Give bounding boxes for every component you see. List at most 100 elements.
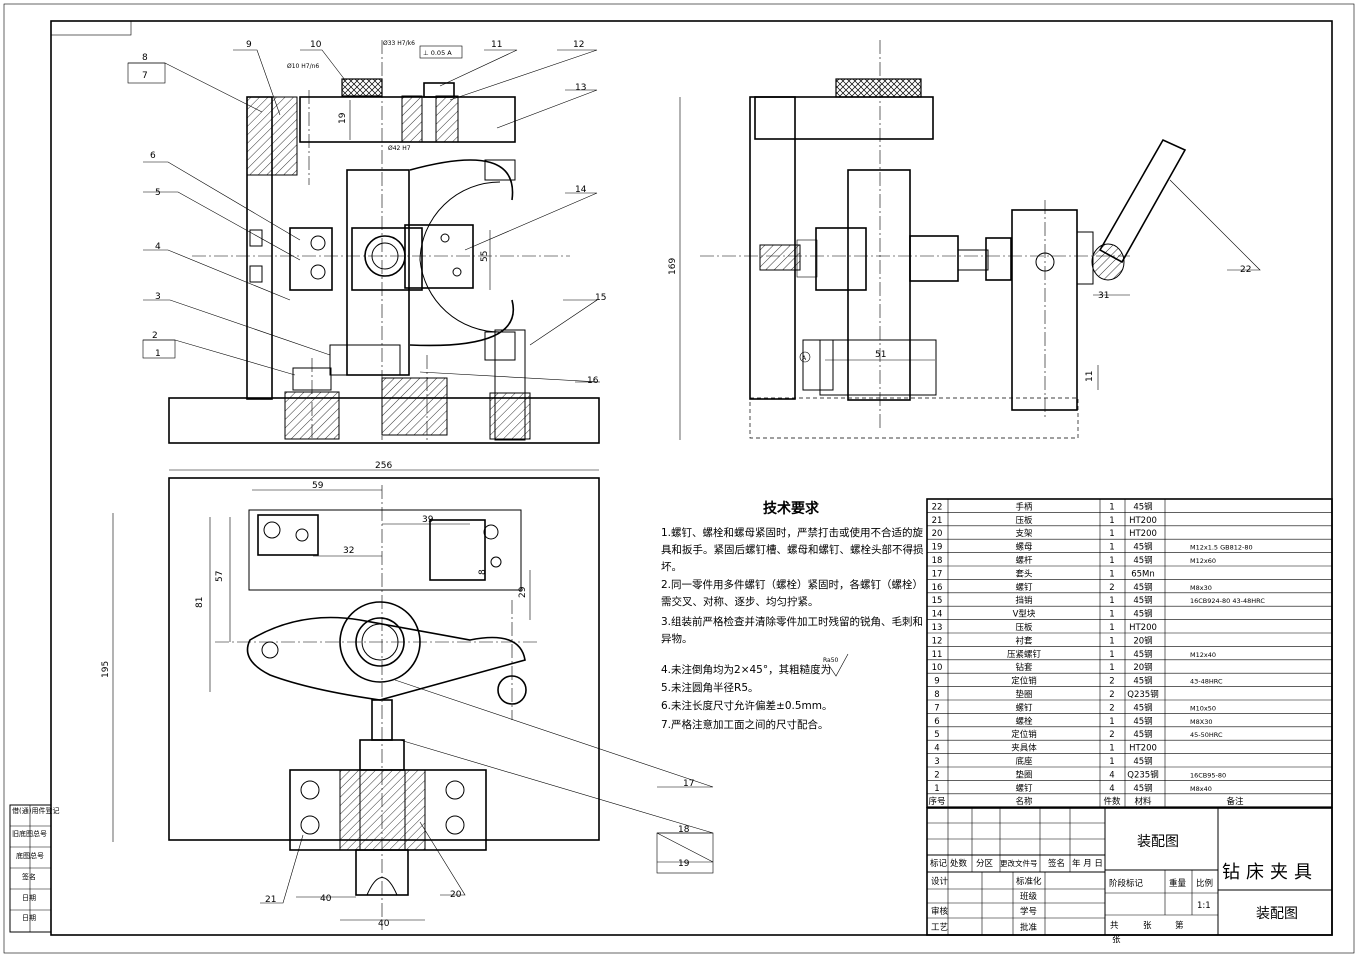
tb-bili: 比例 <box>1196 878 1213 889</box>
bom-cell-name: 螺钉 <box>1015 783 1033 794</box>
bom-cell-name: 螺钉 <box>1015 702 1033 713</box>
tb-shenhe: 审核 <box>931 906 949 917</box>
bom-cell-name: 螺母 <box>1015 542 1032 553</box>
bom-cell-mat: 45钢 <box>1133 555 1152 566</box>
tb-qianming: 签名 <box>1048 858 1065 869</box>
bom-cell-name: 压板 <box>1015 622 1033 633</box>
tech-r3b: 异物。 <box>661 632 693 645</box>
title-block: 标记 处数 分区 更改文件号 签名 年 月 日 设计 标准化 班级 审核 学号 … <box>926 807 1333 945</box>
dim-51: 51 <box>875 350 886 360</box>
dimension-texts: 256 59 39 32 57 81 195 8 29 40 40 19 55 … <box>101 40 1109 929</box>
bom-cell-note: M8X30 <box>1190 718 1212 726</box>
callout-11: 11 <box>491 40 502 50</box>
bom-cell-no: 4 <box>934 744 939 754</box>
bom-cell-no: 12 <box>932 636 943 646</box>
bom-cell-name: 定位销 <box>1011 676 1037 687</box>
tb-banji: 班级 <box>1020 891 1038 902</box>
bom-cell-mat: 45钢 <box>1133 783 1152 794</box>
dim-31: 31 <box>1098 291 1109 301</box>
bom-cell-no: 11 <box>932 650 943 660</box>
tb-fenqu: 分区 <box>976 859 994 869</box>
bom-cell-note: M12x60 <box>1190 557 1216 565</box>
dim-11: 11 <box>1085 371 1095 382</box>
bom-cell-name: 支架 <box>1015 528 1033 539</box>
sidebar-s5: 日期 <box>22 894 36 902</box>
bom-cell-qty: 4 <box>1109 784 1114 794</box>
bom-cell-no: 1 <box>934 784 939 794</box>
bom-cell-name: 套头 <box>1015 568 1033 579</box>
top-view <box>168 477 600 930</box>
bom-cell-qty: 1 <box>1109 650 1114 660</box>
bom-cell-qty: 1 <box>1109 744 1114 754</box>
bom-cell-mat: 45钢 <box>1133 756 1152 767</box>
bom-cell-name: 钻套 <box>1015 662 1033 673</box>
bom-cell-note: M12x1.5 GB812-80 <box>1190 544 1253 552</box>
tech-r6: 6.未注长度尺寸允许偏差±0.5mm。 <box>661 699 832 712</box>
tb-drawing-type: 装配图 <box>1137 834 1179 850</box>
dim-57: 57 <box>215 571 225 582</box>
bom-cell-qty: 1 <box>1109 543 1114 553</box>
bom-cell-mat: 45钢 <box>1133 582 1152 593</box>
callout-9: 9 <box>246 40 252 50</box>
callout-22: 22 <box>1240 265 1251 275</box>
bom-cell-name: 垫圈 <box>1015 769 1032 780</box>
bom-cell-name: 挡销 <box>1015 595 1033 606</box>
bom-cell-note: M8x30 <box>1190 584 1212 592</box>
technical-requirements: 技术要求 1.螺钉、螺栓和螺母紧固时，严禁打击或使用不合适的旋 具和扳手。紧固后… <box>661 500 924 731</box>
dim-8: 8 <box>478 569 488 575</box>
bom-cell-qty: 1 <box>1109 516 1114 526</box>
tb-chushu: 处数 <box>950 858 968 869</box>
tb-di: 第 <box>1175 920 1184 931</box>
bom-cell-qty: 1 <box>1109 623 1114 633</box>
dim-195: 195 <box>101 661 111 678</box>
leader-lines <box>127 49 1261 904</box>
dim-40-b: 40 <box>378 919 390 929</box>
tech-r2b: 需交叉、对称、逐步、均匀拧紧。 <box>661 595 819 608</box>
tb-jieduan: 阶段标记 <box>1109 878 1144 889</box>
datum-a: A <box>802 355 807 362</box>
bom-cell-qty: 1 <box>1109 717 1114 727</box>
callout-10: 10 <box>310 40 322 50</box>
bom-cell-mat: Q235钢 <box>1127 769 1158 780</box>
roughness-symbol <box>827 653 849 677</box>
tech-r3a: 3.组装前严格检查并清除零件加工时残留的锐角、毛刺和 <box>661 615 923 628</box>
callout-8: 8 <box>142 53 148 63</box>
bom-cell-mat: 45钢 <box>1133 729 1152 740</box>
bom-cell-no: 2 <box>934 770 939 780</box>
tech-r2a: 2.同一零件用多件螺钉（螺栓）紧固时，各螺钉（螺栓） <box>661 578 923 591</box>
bom-cell-note: 16CB95-80 <box>1190 771 1226 779</box>
dim-59: 59 <box>312 481 324 491</box>
callout-18: 18 <box>678 825 690 835</box>
tb-xuehao: 学号 <box>1020 906 1037 917</box>
tb-nianyueri: 年 月 日 <box>1072 858 1103 869</box>
bom-cell-no: 20 <box>932 529 943 539</box>
bom-cell-mat: 20钢 <box>1133 635 1152 646</box>
bom-cell-name: 螺钉 <box>1015 582 1033 593</box>
callout-15: 15 <box>595 293 606 303</box>
bom-cell-qty: 1 <box>1109 529 1114 539</box>
bom-cell-qty: 1 <box>1109 636 1114 646</box>
bom-cell-name: 螺杆 <box>1015 555 1033 566</box>
dim-40-a: 40 <box>320 894 332 904</box>
bom-cell-qty: 2 <box>1109 677 1114 687</box>
dim-phi33: Ø33 H7/k6 <box>383 40 415 47</box>
callout-21: 21 <box>265 895 276 905</box>
callout-14: 14 <box>575 185 587 195</box>
bom-cell-qty: 1 <box>1109 556 1114 566</box>
bom-cell-name: 手柄 <box>1015 501 1033 512</box>
sidebar-table: 借(通)用件登记 旧底图总号 底图总号 签名 日期 日期 <box>9 804 59 933</box>
tech-r4: 4.未注倒角均为2×45°，其粗糙度为 <box>661 663 831 676</box>
bom-header-h_qty: 件数 <box>1103 796 1121 807</box>
bom-cell-no: 21 <box>932 516 943 526</box>
bom-header-h_note: 备注 <box>1226 796 1244 807</box>
bom-cell-qty: 2 <box>1109 703 1114 713</box>
bom-cell-no: 10 <box>932 663 943 673</box>
bom-cell-no: 14 <box>932 610 943 620</box>
callout-16: 16 <box>587 376 599 386</box>
bom-cell-mat: 45钢 <box>1133 716 1152 727</box>
dim-phi42: Ø42 H7 <box>388 145 411 152</box>
bom-cell-no: 6 <box>934 717 939 727</box>
bom-cell-name: 垫圈 <box>1015 689 1032 700</box>
bom-cell-no: 3 <box>934 757 939 767</box>
dim-256: 256 <box>375 461 392 471</box>
